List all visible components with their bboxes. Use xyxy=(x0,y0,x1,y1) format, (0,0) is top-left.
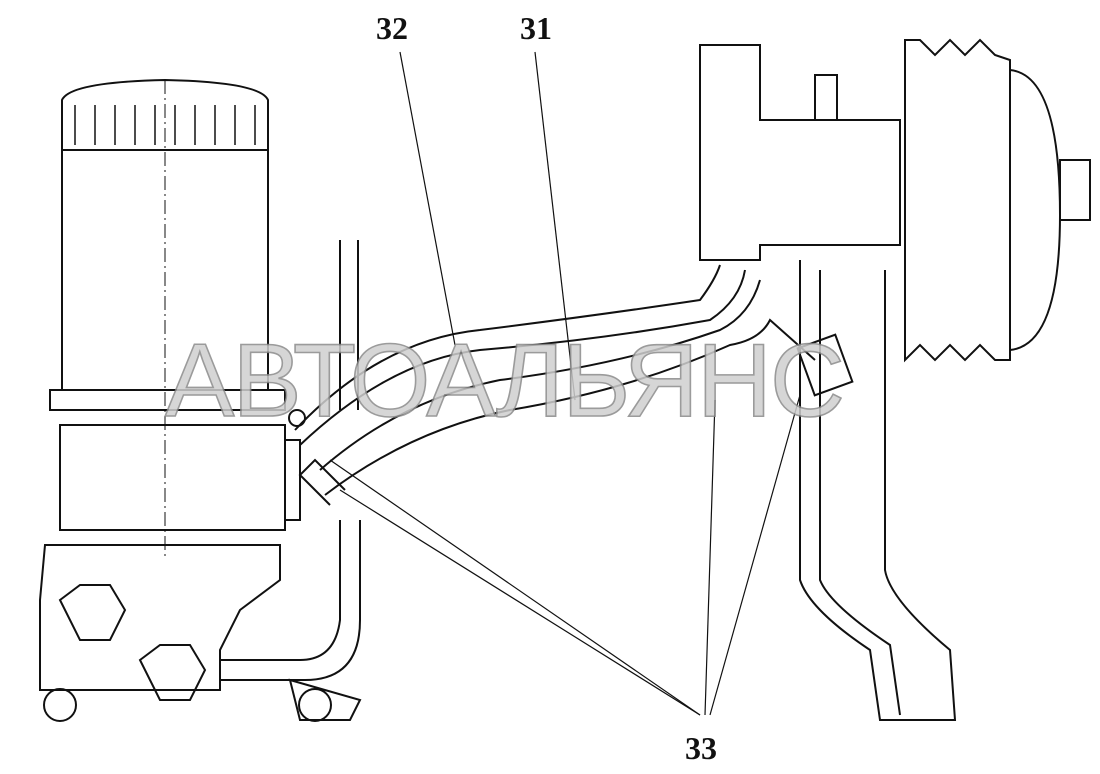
leader-lines xyxy=(329,51,801,716)
callout-33: 33 xyxy=(685,730,717,766)
callout-31: 31 xyxy=(520,10,552,46)
hoses xyxy=(288,264,816,506)
filter-housing xyxy=(39,240,362,722)
oil-filter xyxy=(49,78,286,560)
pump xyxy=(699,38,1091,721)
watermark: АВТОАЛЬЯНС xyxy=(164,322,846,440)
callout-32: 32 xyxy=(376,10,408,46)
